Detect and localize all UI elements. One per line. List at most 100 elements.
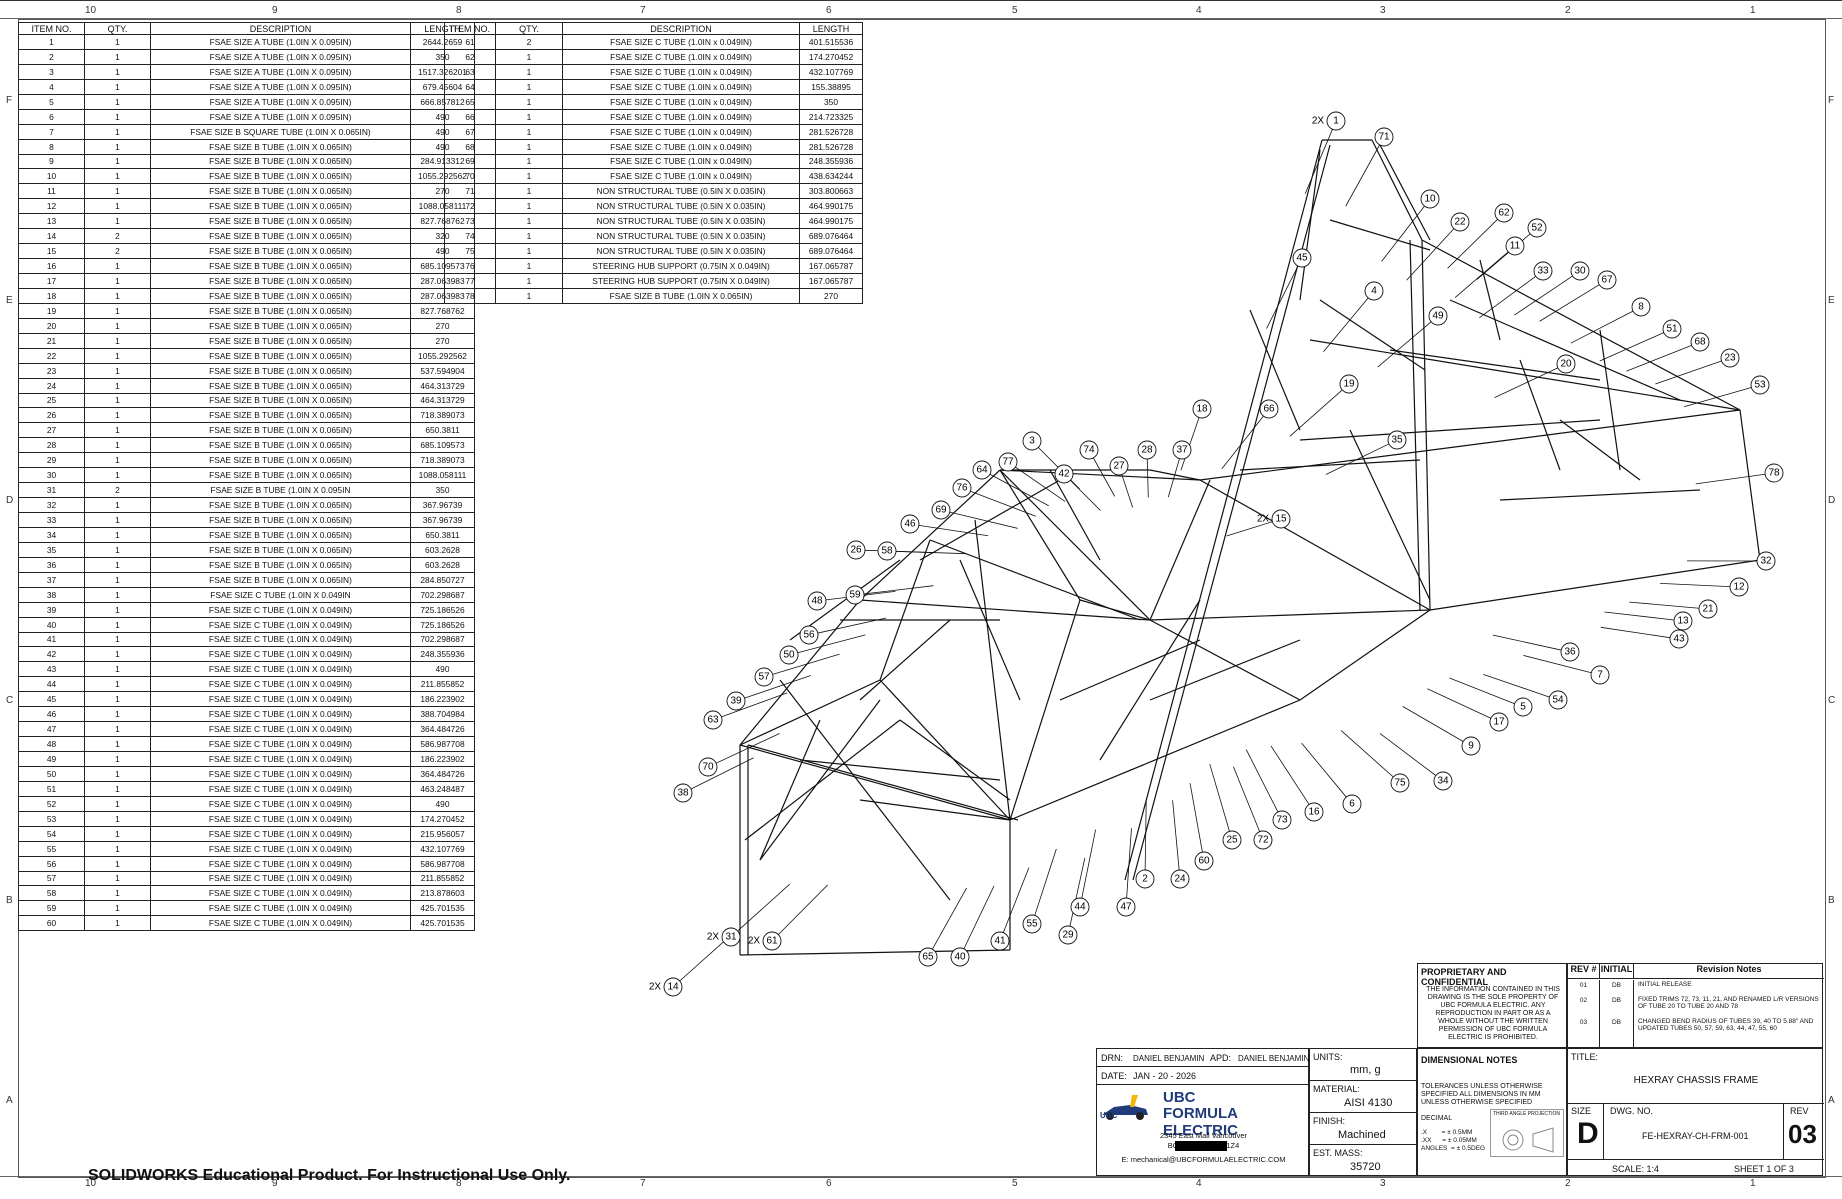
zone-label: D	[6, 495, 14, 506]
rev-initial: DB	[1600, 995, 1634, 1017]
balloon-number: 13	[1677, 616, 1689, 627]
bom-length: 537.594904	[410, 362, 475, 379]
balloon-item-11: 11	[1505, 236, 1525, 256]
zone-label: B	[6, 895, 13, 906]
balloon-circle	[1304, 802, 1324, 822]
zone-label: F	[6, 95, 13, 106]
educational-watermark: SOLIDWORKS Educational Product. For Inst…	[88, 1167, 571, 1184]
frame-tube	[1559, 419, 1641, 481]
frame-tube	[1049, 469, 1101, 561]
balloon-item-74: 74	[1079, 440, 1099, 460]
balloon-number: 1	[1333, 116, 1339, 127]
frame-tube	[959, 559, 1021, 701]
balloon-circle	[1022, 431, 1042, 451]
sheet-value: SHEET 1 OF 3	[1734, 1164, 1794, 1174]
balloon-number: 54	[1552, 695, 1564, 706]
leader-line	[1492, 634, 1562, 651]
leader-line	[1570, 310, 1634, 344]
balloon-item-41: 41	[990, 931, 1010, 951]
rev-header-notes: Revision Notes	[1634, 964, 1824, 979]
balloon-circle	[726, 691, 746, 711]
frame-tube	[1199, 409, 1741, 481]
bom-length: 167.065787	[799, 273, 863, 289]
leader-line	[949, 511, 1018, 529]
bom-length: 464.313729	[410, 377, 475, 394]
drawn-by-block: DRN: DANIEL BENJAMIN APD: DANIEL BENJAMI…	[1096, 1048, 1310, 1176]
balloon-number: 35	[1391, 435, 1403, 446]
balloon-circle	[1070, 897, 1090, 917]
balloon-circle	[673, 783, 693, 803]
balloon-circle	[1433, 771, 1453, 791]
balloon-item-70: 70	[698, 757, 718, 777]
balloon-circle	[1729, 577, 1749, 597]
bom-length: 270	[410, 332, 475, 349]
bom-qty: 1	[84, 422, 151, 439]
balloon-number: 38	[677, 788, 689, 799]
leader-line	[1494, 367, 1559, 399]
balloon-circle	[990, 931, 1010, 951]
bom-qty: 1	[495, 273, 563, 289]
zone-label: A	[1828, 1095, 1835, 1106]
balloon-item-50: 50	[779, 645, 799, 665]
balloon-number: 68	[1694, 337, 1706, 348]
balloon-circle	[1720, 348, 1740, 368]
balloon-circle	[1116, 897, 1136, 917]
dim-notes-text: TOLERANCES UNLESS OTHERWISE SPECIFIED AL…	[1421, 1083, 1543, 1106]
logo-text: UBC	[1100, 1111, 1118, 1120]
balloon-circle	[1170, 869, 1190, 889]
frame-tube	[1149, 479, 1211, 621]
chassis-frame-tubes	[739, 139, 1761, 956]
balloon-item-18: 18	[1192, 399, 1212, 419]
frame-tube	[739, 599, 861, 746]
balloon-number: 25	[1226, 835, 1238, 846]
leader-line	[778, 884, 828, 935]
leader-line	[989, 473, 1049, 507]
date-label: DATE:	[1101, 1071, 1127, 1081]
frame-tube	[1299, 419, 1601, 441]
finish-value: Machined	[1338, 1129, 1386, 1141]
leader-line	[772, 653, 840, 675]
frame-tube	[1009, 599, 1081, 821]
leader-line	[1695, 473, 1766, 485]
top-zone-ruler: 10 9 8 7 6 5 4 3 2 1	[0, 4, 1842, 19]
balloon-circle	[1194, 851, 1214, 871]
balloon-circle	[1505, 236, 1525, 256]
balloon-circle	[1109, 456, 1129, 476]
balloon-item-63: 63	[703, 710, 723, 730]
leader-line	[797, 634, 866, 654]
leader-line	[1539, 284, 1600, 322]
balloon-item-16: 16	[1304, 802, 1324, 822]
balloon-circle	[721, 927, 741, 947]
balloon-circle	[1137, 440, 1157, 460]
frame-tube	[879, 679, 1011, 821]
zone-label: 6	[826, 5, 832, 16]
balloon-circle	[1450, 212, 1470, 232]
balloon-number: 46	[904, 519, 916, 530]
bom-length: 718.389073	[410, 452, 475, 469]
balloon-item-58: 58	[877, 541, 897, 561]
balloon-number: 69	[935, 505, 947, 516]
balloon-item-27: 27	[1109, 456, 1129, 476]
frame-tube	[1199, 479, 1431, 611]
leader-line	[1377, 321, 1432, 368]
frame-tube	[919, 479, 1061, 561]
bom-description: FSAE SIZE B TUBE (1.0IN X 0.065IN)	[150, 287, 411, 304]
balloon-item-69: 69	[931, 500, 951, 520]
zone-label: 2	[1565, 5, 1571, 16]
balloon-item-26: 26	[846, 540, 866, 560]
projection-box: THIRD ANGLE PROJECTION	[1490, 1109, 1564, 1157]
zone-label: E	[6, 295, 13, 306]
balloon-number: 65	[922, 952, 934, 963]
zone-label: 1	[1750, 5, 1756, 16]
balloon-circle	[1548, 690, 1568, 710]
leader-line	[1070, 480, 1101, 511]
bom-length: 827.768762	[410, 302, 475, 319]
